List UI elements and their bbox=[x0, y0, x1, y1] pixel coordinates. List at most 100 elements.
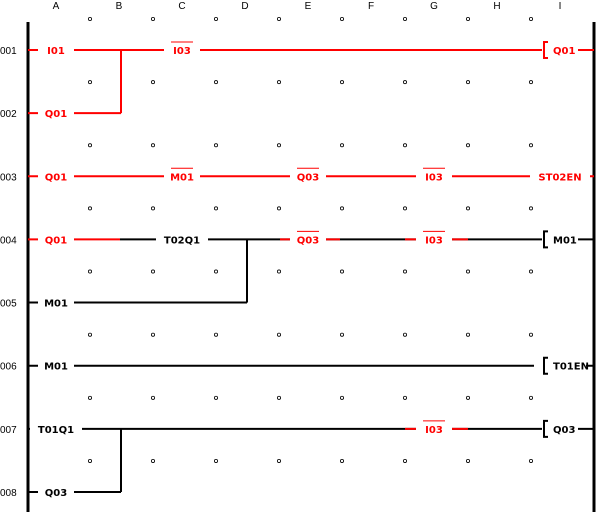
grid-dot bbox=[88, 458, 93, 463]
coil-t01en: T01EN bbox=[534, 356, 589, 375]
grid-dot bbox=[213, 206, 218, 211]
grid-dot bbox=[529, 458, 534, 463]
grid-dot bbox=[402, 269, 407, 274]
element-label: I03 bbox=[173, 46, 191, 57]
contact-q01: Q01 bbox=[38, 170, 74, 183]
grid-dot bbox=[339, 332, 344, 337]
grid-dot bbox=[213, 395, 218, 400]
grid-dot bbox=[276, 206, 281, 211]
column-header: F bbox=[368, 1, 374, 12]
element-label: I03 bbox=[425, 425, 443, 436]
grid-dot bbox=[465, 458, 470, 463]
rung-number: 007 bbox=[0, 425, 17, 436]
coil-m01: M01 bbox=[542, 230, 578, 249]
grid-dot bbox=[276, 269, 281, 274]
column-header: A bbox=[53, 1, 60, 12]
element-label: M01 bbox=[44, 362, 68, 373]
grid-dot bbox=[465, 332, 470, 337]
grid-dot bbox=[88, 395, 93, 400]
label-gap bbox=[38, 170, 74, 183]
label-gap bbox=[534, 359, 586, 372]
label-gap bbox=[156, 233, 208, 246]
grid-dot bbox=[465, 269, 470, 274]
column-header: I bbox=[559, 1, 562, 12]
grid-dot bbox=[402, 458, 407, 463]
grid-dot bbox=[276, 16, 281, 21]
rung-number: 002 bbox=[0, 109, 17, 120]
rung-number: 008 bbox=[0, 488, 17, 499]
grid-dot bbox=[88, 206, 93, 211]
coil-bracket-icon bbox=[543, 419, 548, 438]
grid-dot bbox=[465, 395, 470, 400]
rung-number: 005 bbox=[0, 299, 17, 310]
element-label: I03 bbox=[425, 172, 443, 183]
label-gap bbox=[416, 233, 452, 246]
rung-number: 006 bbox=[0, 362, 17, 373]
element-label: M01 bbox=[170, 172, 194, 183]
grid-dot bbox=[339, 80, 344, 85]
label-gap bbox=[164, 44, 200, 56]
grid-dot bbox=[402, 143, 407, 148]
element-label: Q01 bbox=[553, 46, 575, 57]
grid-dot bbox=[213, 16, 218, 21]
grid-dot bbox=[150, 80, 155, 85]
grid-dot bbox=[529, 16, 534, 21]
element-label: M01 bbox=[553, 235, 577, 246]
grid-dot bbox=[339, 206, 344, 211]
coil-q03: Q03 bbox=[542, 419, 578, 438]
contact-m01: M01 bbox=[38, 359, 74, 373]
contact-m01: M01 bbox=[38, 296, 74, 310]
contact-i03: I03 bbox=[416, 167, 452, 183]
label-gap bbox=[38, 233, 74, 246]
column-header: G bbox=[430, 1, 438, 12]
contact-i03: I03 bbox=[416, 420, 452, 436]
grid-dot bbox=[465, 143, 470, 148]
label-gap bbox=[416, 422, 452, 435]
grid-dot bbox=[402, 16, 407, 21]
column-header: D bbox=[241, 1, 248, 12]
grid-dot bbox=[402, 80, 407, 85]
contact-t01q1: T01Q1 bbox=[30, 422, 82, 436]
grid-dot bbox=[88, 16, 93, 21]
contact-t02q1: T02Q1 bbox=[156, 233, 208, 246]
element-label: ST02EN bbox=[538, 172, 581, 183]
grid-dot bbox=[276, 458, 281, 463]
coil-st02en: ST02EN bbox=[530, 170, 590, 183]
grid-dot bbox=[339, 16, 344, 21]
grid-dot bbox=[339, 458, 344, 463]
contact-q03: Q03 bbox=[290, 167, 326, 183]
rung-number: 001 bbox=[0, 46, 17, 57]
coil-bracket-icon bbox=[543, 41, 548, 59]
grid-dot bbox=[150, 206, 155, 211]
label-gap bbox=[38, 485, 74, 498]
label-gap bbox=[290, 170, 326, 183]
grid-dot bbox=[339, 395, 344, 400]
grid-dot bbox=[465, 16, 470, 21]
grid-dot bbox=[529, 395, 534, 400]
contact-i03: I03 bbox=[164, 41, 200, 57]
grid-dot bbox=[213, 332, 218, 337]
contact-q01: Q01 bbox=[38, 107, 74, 120]
label-gap bbox=[38, 296, 74, 309]
contact-m01: M01 bbox=[164, 167, 200, 183]
coil-q01: Q01 bbox=[542, 41, 578, 59]
grid-dot bbox=[213, 458, 218, 463]
element-label: T02Q1 bbox=[164, 235, 200, 246]
grid-dot bbox=[213, 143, 218, 148]
grid-dot bbox=[150, 143, 155, 148]
label-gap bbox=[38, 107, 74, 120]
grid-dot bbox=[276, 143, 281, 148]
element-label: Q01 bbox=[45, 172, 67, 183]
rung-number: 004 bbox=[0, 235, 17, 246]
grid-dot bbox=[276, 395, 281, 400]
rung-number: 003 bbox=[0, 172, 17, 183]
coil-bracket-icon bbox=[543, 230, 548, 249]
grid-dot bbox=[88, 332, 93, 337]
element-label: T01Q1 bbox=[38, 425, 74, 436]
element-label: Q03 bbox=[297, 172, 319, 183]
column-header: C bbox=[178, 1, 185, 12]
grid-dot bbox=[150, 458, 155, 463]
grid-dot bbox=[529, 80, 534, 85]
element-label: Q03 bbox=[553, 425, 575, 436]
